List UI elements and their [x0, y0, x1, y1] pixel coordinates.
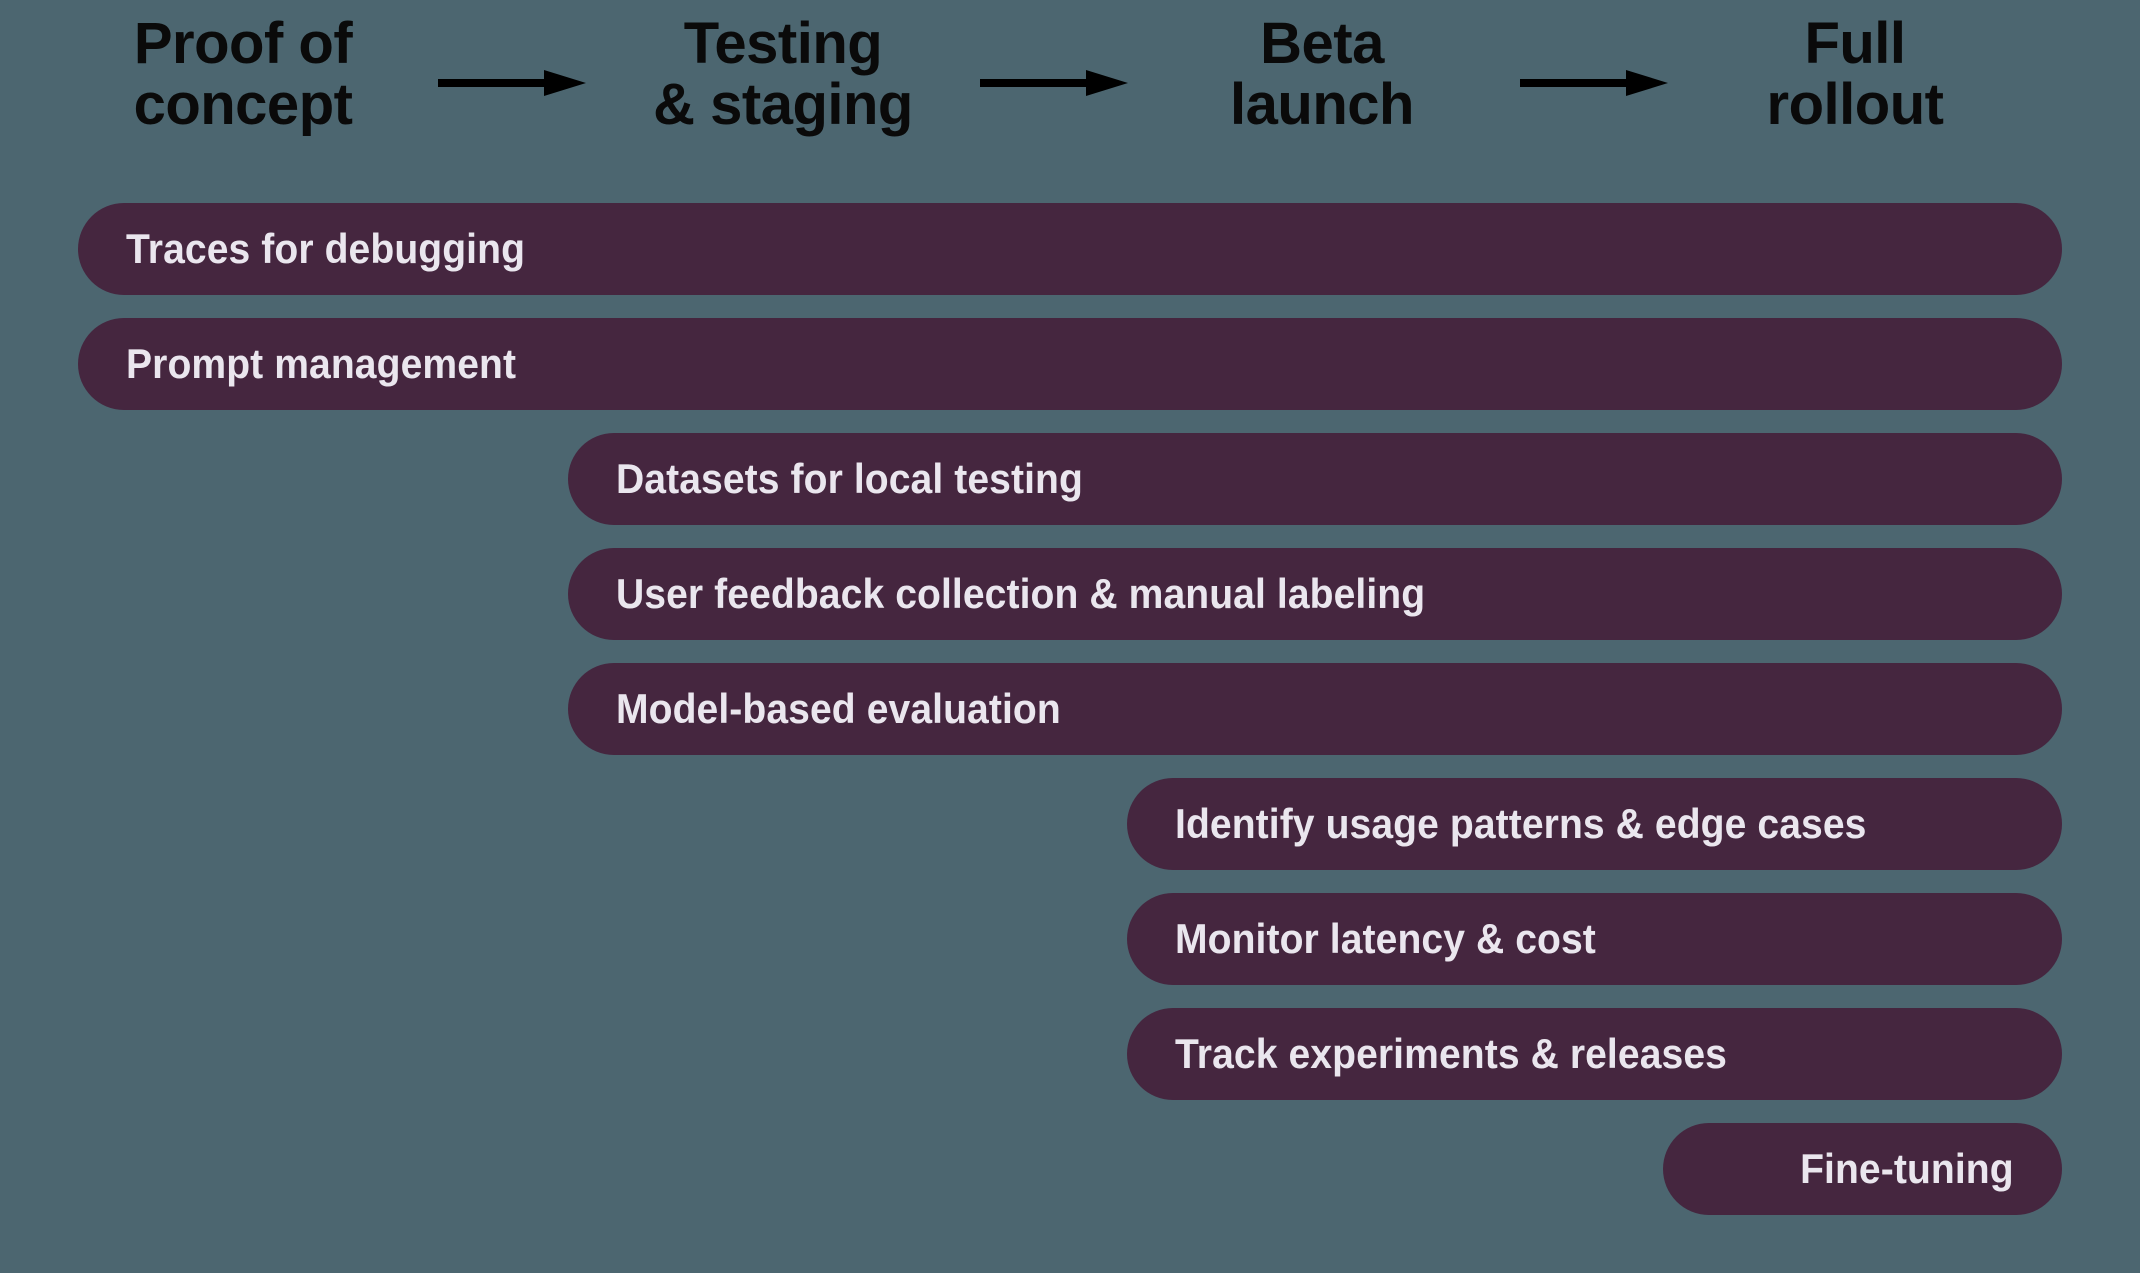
- stage-header-line-1: Beta: [1260, 11, 1384, 76]
- stage-header-line-2: rollout: [1766, 71, 1944, 137]
- timeline-bar: Fine-tuning: [1663, 1123, 2062, 1215]
- stage-header-1: Testing& staging: [633, 11, 933, 137]
- stage-header-line-1: Proof of: [133, 11, 353, 76]
- stage-header-line-2: concept: [133, 71, 353, 137]
- timeline-bar: Monitor latency & cost: [1127, 893, 2062, 985]
- timeline-bar: Model-based evaluation: [568, 663, 2062, 755]
- timeline-bar: Datasets for local testing: [568, 433, 2062, 525]
- timeline-bar-label: Monitor latency & cost: [1175, 915, 1596, 962]
- stage-header-line-2: launch: [1230, 71, 1414, 137]
- timeline-bar-label: Traces for debugging: [126, 225, 526, 272]
- timeline-bar-label: User feedback collection & manual labeli…: [616, 570, 1426, 617]
- timeline-bar: Identify usage patterns & edge cases: [1127, 778, 2062, 870]
- stage-header-line-1: Testing: [683, 11, 883, 76]
- timeline-bar: Prompt management: [78, 318, 2062, 410]
- timeline-bar-label: Identify usage patterns & edge cases: [1175, 800, 1867, 847]
- timeline-bar: Track experiments & releases: [1127, 1008, 2062, 1100]
- timeline-bar-label: Prompt management: [126, 340, 517, 387]
- timeline-bar: User feedback collection & manual labeli…: [568, 548, 2062, 640]
- timeline-bar-label: Track experiments & releases: [1175, 1030, 1727, 1077]
- stage-header-line-1: Full: [1804, 11, 1906, 76]
- stage-header-line-2: & staging: [653, 71, 913, 137]
- arrow-right-icon: [1520, 70, 1668, 96]
- timeline-bar-label: Model-based evaluation: [616, 685, 1061, 732]
- timeline-bar: Traces for debugging: [78, 203, 2062, 295]
- timeline-bar-label: Datasets for local testing: [616, 455, 1083, 502]
- arrow-right-icon: [438, 70, 586, 96]
- timeline-bar-label: Fine-tuning: [1800, 1145, 2014, 1192]
- arrow-right-icon: [980, 70, 1128, 96]
